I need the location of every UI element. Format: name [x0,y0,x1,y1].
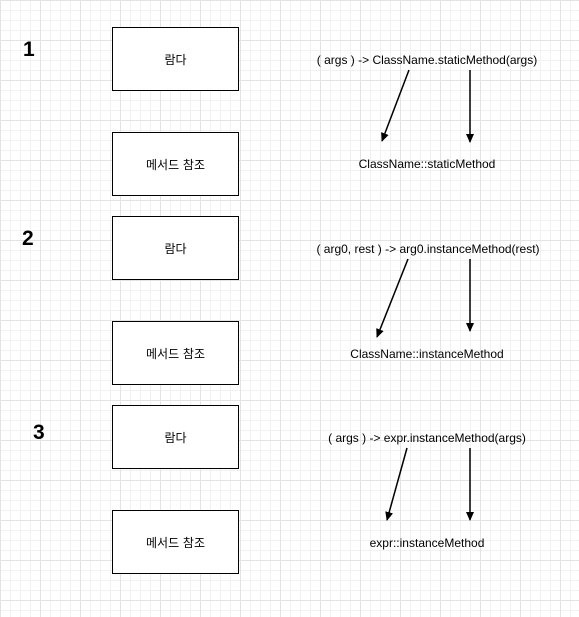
group-1-method-ref-label: 메서드 참조 [145,157,205,172]
group-2-method-ref-box: 메서드 참조 [112,321,239,385]
group-2-method-ref-label: 메서드 참조 [145,346,205,361]
group-1-lambda-expression: ( args ) -> ClassName.staticMethod(args) [316,53,538,67]
group-2-number: 2 [22,227,34,250]
group-1-lambda-label: 람다 [164,52,187,67]
group-2-lambda-expression: ( arg0, rest ) -> arg0.instanceMethod(re… [316,242,540,256]
group-3-lambda-label: 람다 [164,430,187,445]
group-1-method-ref-expression: ClassName::staticMethod [358,157,496,171]
group-2-lambda-label: 람다 [164,241,187,256]
group-3-diagonal-arrow [385,447,408,521]
group-3-method-ref-label: 메서드 참조 [145,535,205,550]
group-2-lambda-box: 람다 [112,216,239,280]
group-1-number: 1 [23,38,35,61]
group-2-diagonal-arrow [376,258,409,338]
group-3-number: 3 [33,421,45,444]
group-1-diagonal-arrow [381,69,410,142]
group-2-method-ref-expression: ClassName::instanceMethod [350,347,504,361]
group-1-method-ref-box: 메서드 참조 [112,132,239,196]
group-3-lambda-expression: ( args ) -> expr.instanceMethod(args) [328,431,526,445]
group-3-method-ref-expression: expr::instanceMethod [369,536,485,550]
group-1-lambda-box: 람다 [112,27,239,91]
group-3-method-ref-box: 메서드 참조 [112,510,239,574]
group-3-lambda-box: 람다 [112,405,239,469]
